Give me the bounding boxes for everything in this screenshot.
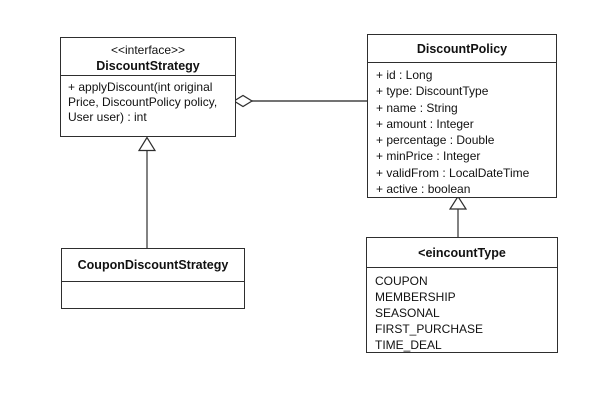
methods-compartment: + applyDiscount(int original Price, Disc… (61, 76, 235, 125)
title-compartment: CouponDiscountStrategy (62, 249, 244, 282)
enum-value-line: COUPON (375, 274, 428, 288)
attribute-line: + minPrice : Integer (376, 149, 481, 164)
attribute-line: + type: DiscountType (376, 84, 489, 99)
enum-value-line: TIME_DEAL (375, 338, 442, 352)
class-box-discount-type: <eincountType COUPON MEMBERSHIP SEASONAL… (366, 237, 558, 353)
attribute-line: + name : String (376, 100, 458, 115)
class-box-discount-policy: DiscountPolicy + id : Long + type: Disco… (367, 34, 557, 198)
generalization-arrow-icon (448, 195, 468, 210)
title-compartment: DiscountPolicy (368, 35, 556, 63)
attribute-line: + active : boolean (376, 182, 471, 197)
method-line: User user) : int (68, 110, 147, 124)
attribute-line: + percentage : Double (376, 133, 495, 148)
attributes-compartment: + id : Long + type: DiscountType + name … (368, 63, 556, 197)
attribute-line: + amount : Integer (376, 116, 474, 131)
title-compartment: <<interface>> DiscountStrategy (61, 38, 235, 76)
enum-value-line: MEMBERSHIP (375, 290, 456, 304)
stereotype-label: <<interface>> (110, 43, 186, 57)
generalization-arrow-icon (137, 136, 157, 152)
class-name: DiscountStrategy (96, 59, 200, 73)
title-compartment: <eincountType (367, 238, 557, 268)
class-box-discount-strategy: <<interface>> DiscountStrategy + applyDi… (60, 37, 236, 137)
aggregation-diamond-icon (232, 94, 254, 108)
class-name: <eincountType (418, 246, 506, 260)
class-name: CouponDiscountStrategy (77, 258, 229, 272)
class-box-coupon-discount-strategy: CouponDiscountStrategy (61, 248, 245, 309)
class-name: DiscountPolicy (416, 42, 508, 56)
method-line: Price, DiscountPolicy policy, (68, 95, 218, 109)
enum-value-line: FIRST_PURCHASE (375, 322, 484, 336)
attribute-line: + id : Long (376, 68, 433, 82)
method-line: + applyDiscount(int original (68, 80, 213, 94)
enum-values-compartment: COUPON MEMBERSHIP SEASONAL FIRST_PURCHAS… (367, 268, 557, 353)
attribute-line: + validFrom : LocalDateTime (376, 165, 530, 180)
empty-compartment (62, 282, 244, 306)
enum-value-line: SEASONAL (375, 306, 440, 320)
